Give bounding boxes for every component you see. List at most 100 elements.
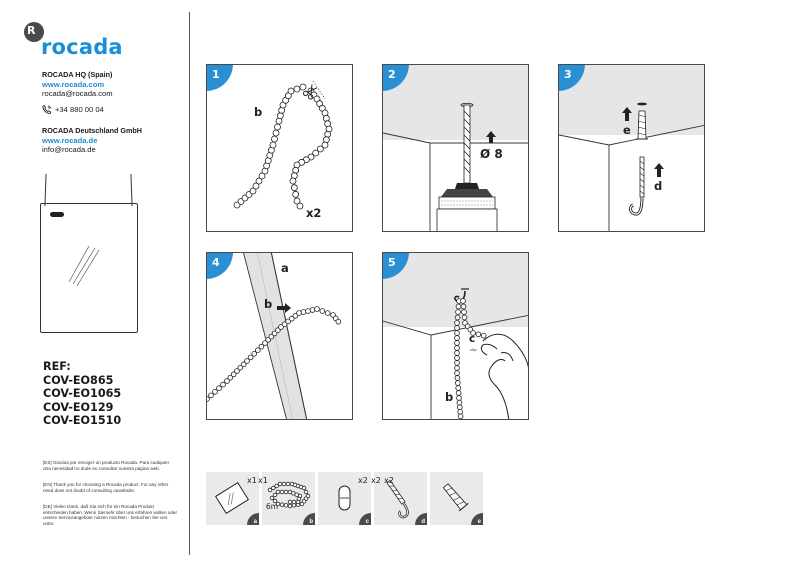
chain-bead — [299, 501, 305, 507]
chain-bead — [291, 499, 297, 505]
chain-bead — [460, 298, 466, 304]
chain-bead — [267, 487, 273, 493]
chain-bead — [316, 145, 324, 153]
chain-bead — [252, 182, 260, 190]
chain-bead — [240, 361, 247, 368]
ref-code: COV-EO865 — [43, 373, 114, 387]
chain-bead — [275, 501, 281, 507]
component-a-badge: a — [247, 513, 259, 525]
chain-bead — [312, 149, 320, 157]
chain-bead — [295, 499, 301, 505]
component-c-qty: x2 — [358, 476, 368, 485]
chain-bead — [335, 318, 342, 325]
component-c-badge: c — [359, 513, 371, 525]
chain-bead — [281, 481, 287, 487]
component-b-badge: b — [303, 513, 315, 525]
column-divider — [189, 12, 190, 555]
chain-bead — [279, 502, 285, 507]
up-arrow-icon — [486, 131, 496, 143]
chain-bead — [299, 83, 307, 91]
chain-bead — [249, 187, 257, 195]
step-1-panel: 1 b x2 — [206, 64, 353, 232]
chain-bead — [475, 331, 482, 338]
right-arrow-icon — [277, 303, 291, 313]
chain-bead — [293, 85, 301, 93]
component-a-mirror: a — [206, 472, 259, 525]
chain-bead — [460, 303, 467, 310]
chain-bead — [278, 324, 284, 330]
chain-bead — [255, 177, 263, 185]
quantity-label: x2 — [306, 206, 322, 220]
mirror-slot — [50, 212, 64, 217]
component-e-qty: x2 — [384, 476, 394, 485]
mirror-reflection-icon — [68, 245, 100, 287]
chain-bead — [296, 202, 304, 210]
ref-code: COV-EO1065 — [43, 387, 122, 401]
chain-bead — [224, 378, 230, 384]
chain-bead — [275, 489, 281, 495]
ref-title: REF: — [43, 360, 71, 373]
component-b-chain: b 6m — [262, 472, 315, 525]
contact-spain: ROCADA HQ (Spain) www.rocada.com rocada@… — [42, 70, 113, 114]
chain-bead — [234, 368, 240, 374]
phone-number: +34 880 00 04 — [55, 104, 104, 114]
chain-bead — [208, 392, 214, 399]
label-clip: clip — [470, 347, 477, 352]
website-germany-link[interactable]: www.rocada.de — [42, 135, 98, 145]
chain-bead — [290, 184, 298, 192]
step-5-panel: 5 c clip b — [382, 252, 529, 420]
label-b: b — [254, 105, 263, 119]
wall-plug-icon — [442, 483, 469, 512]
email-spain-link[interactable]: rocada@rocada.com — [42, 89, 113, 98]
chain-bead — [457, 413, 464, 419]
chain-bead — [321, 141, 329, 149]
screw-hook-icon — [629, 156, 645, 216]
chain-bead — [301, 485, 307, 491]
chain-bead — [283, 489, 289, 495]
website-spain-link[interactable]: www.rocada.com — [42, 79, 105, 89]
brand-name: rocada — [41, 35, 123, 59]
chain-bead — [244, 358, 250, 364]
wall-plug-icon — [636, 102, 648, 140]
chain-bead — [324, 310, 331, 316]
email-germany-link[interactable]: info@rocada.de — [42, 145, 96, 154]
chain-bead — [454, 314, 461, 321]
component-e-badge: e — [471, 513, 483, 525]
chain-bead — [455, 309, 461, 315]
phone-icon — [42, 105, 52, 114]
rocada-logo-icon: R — [24, 22, 44, 42]
chain-bead — [272, 492, 278, 498]
mirror-illustration — [40, 203, 138, 333]
step-2-panel: 2 Ø 8 — [382, 64, 529, 232]
component-d-hook: d — [374, 472, 427, 525]
chain-bead — [220, 381, 226, 388]
ref-code: COV-EO1510 — [43, 414, 122, 428]
label-c: c — [469, 333, 476, 345]
screw-hook-icon — [386, 479, 409, 519]
up-arrow-icon — [622, 107, 664, 177]
chain-bead — [314, 306, 320, 312]
phone-row: +34 880 00 04 — [42, 105, 113, 115]
chain-bead — [277, 481, 283, 487]
step-4-panel: 4 a b — [206, 252, 353, 420]
chain-bead — [237, 364, 244, 371]
chain-bead — [319, 308, 326, 314]
mirror-chain-left — [44, 173, 47, 207]
label-b: b — [445, 390, 454, 404]
chain-bead — [258, 343, 265, 350]
chain-bead — [480, 332, 487, 339]
chain-bead — [274, 483, 279, 489]
label-d: d — [654, 179, 663, 193]
chain-clip-icon — [338, 485, 351, 511]
chain-bead — [287, 87, 295, 95]
note-es: [ES] Gracias por escoger un producto Roc… — [43, 460, 170, 471]
company-spain: ROCADA HQ (Spain) — [42, 70, 113, 79]
drill-diameter-label: Ø 8 — [480, 147, 503, 161]
label-e: e — [623, 123, 631, 137]
chain-bead — [227, 374, 234, 381]
drill-icon — [436, 103, 498, 231]
label-a: a — [281, 261, 289, 275]
note-de: [DE] Vielen Dank, daß Sie sich für ein R… — [43, 504, 177, 526]
chain-bead — [287, 499, 293, 505]
bead-chain-coil-icon — [267, 481, 311, 509]
